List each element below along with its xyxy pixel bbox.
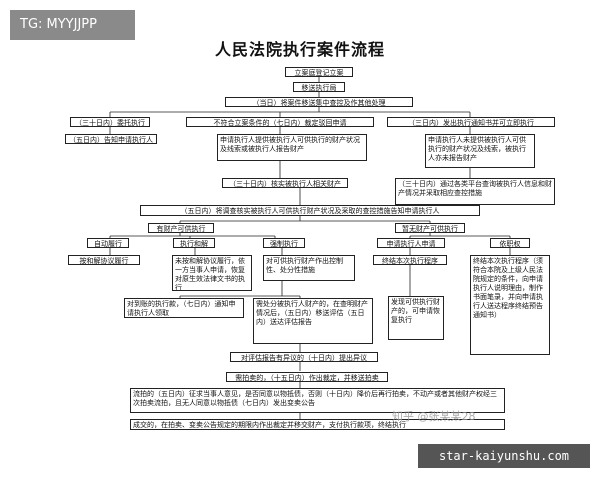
node-wuri: （五日内）将调查核实被执行人可供执行财产状况及采取的查控措施告知申请执行人 [140, 205, 480, 216]
node-dongjie: 对可供执行财产作出控制性、处分性措施 [263, 255, 355, 281]
node-gaozhi: （五日内）告知申请执行人 [65, 134, 157, 144]
node-wucaichan: 暂无财产可供执行 [395, 223, 465, 233]
node-qiangzhi: 强制执行 [263, 238, 305, 248]
page-title: 人民法院执行案件流程 [214, 40, 385, 59]
node-zhuanxiang: （三十日内）通过各类平台查询被执行人信息和财产情况并采取相应查控措施 [395, 178, 555, 205]
node-weian: 未按和解协议履行，依一方当事人申请，恢复对原生效法律文书的执行 [172, 255, 252, 291]
node-pinggu: 对评估报告有异议的（十日内）提出异议 [230, 352, 378, 362]
node-hejie: 执行和解 [173, 238, 215, 248]
node-youcaichan: 有财产可供执行 [148, 223, 214, 233]
node-zidong: 自动履行 [87, 238, 129, 248]
node-tongzhi: （三日内）发出执行通知书并可立即执行 [387, 117, 555, 127]
telegram-tag: TG: MYYJJPP [10, 10, 135, 40]
node-lian: 立案庭登记立案 [285, 67, 353, 77]
node-faxian: 发现可供执行财产的，可申请恢复执行 [388, 296, 444, 340]
node-zhongben: 终结本次执行程序 [373, 255, 447, 265]
node-weituo: （三十日内）委托执行 [70, 117, 150, 127]
node-buhe: 不符合立案条件的（七日内）裁定驳回申请 [186, 117, 374, 127]
watermark: 知乎 @张某某28 [392, 410, 476, 423]
node-shenqing: 申请执行人申请 [377, 238, 445, 248]
node-daozhang: 对到账的执行款，（七日内）通知申请执行人领取 [124, 298, 244, 318]
node-weitigong: 申请执行人未提供被执行人可供执行的财产状况及线索，被执行人亦未报告财产 [425, 134, 535, 168]
node-yiquan: 依职权 [490, 238, 530, 248]
node-liupai: 流拍的（五日内）征求当事人意见，是否同意以物抵债，否则（十日内）降价后再行拍卖，… [130, 388, 505, 413]
node-dangri: （当日）将案件移送集中查控及作其他处理 [225, 97, 413, 107]
node-zhongben2: 终结本次执行程序（须符合本院及上级人民法院规定的条件，向申请执行人说明理由，制作… [470, 255, 550, 355]
node-hecha: （三十日内）核实被执行人相关财产 [222, 178, 348, 188]
node-tigong: 申请执行人提供被执行人可供执行的财产状况及线索或被执行人报告财产 [217, 134, 367, 161]
site-url-badge[interactable]: star-kaiyunshu.com [418, 444, 590, 468]
node-chengjiao: 成交的，在拍卖、变卖公告规定的期限内作出裁定并移交财产，支付执行款项，终结执行 [130, 419, 505, 430]
node-jiechu: 按和解协议履行 [68, 255, 140, 265]
node-yisong: 移送执行局 [293, 82, 345, 92]
node-paimai: 需拍卖的，（十五日内）作出裁定，并移送拍卖 [226, 372, 388, 382]
node-xuchuzhi: 需处分被执行人财产的，在查明财产情况后，（五日内）移送评估（五日内）送达评估报告 [253, 298, 373, 344]
